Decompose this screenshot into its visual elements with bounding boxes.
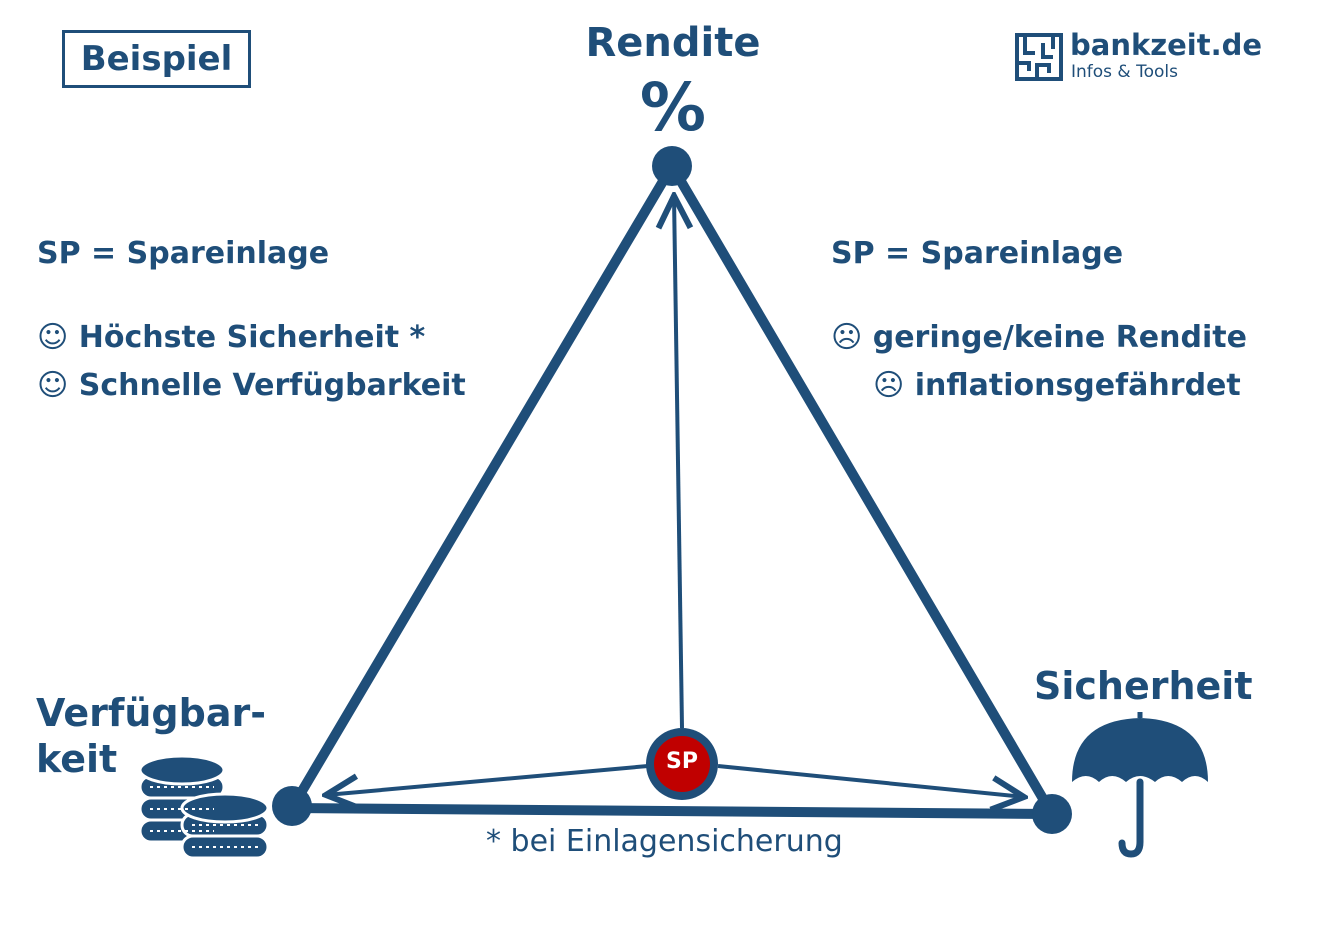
smiley-sad-icon: ☹ — [873, 368, 905, 403]
percent-symbol: % — [639, 69, 707, 146]
right-item-2: ☹ inflationsgefährdet — [873, 368, 1241, 403]
vertex-right-dot — [1032, 794, 1072, 834]
right-item-1-text: geringe/keine Rendite — [872, 320, 1247, 355]
logo-tagline: Infos & Tools — [1071, 62, 1178, 82]
arrow-to-sicherheit — [717, 764, 1024, 797]
sp-marker-inner — [654, 736, 710, 792]
verfuegbarkeit-label-line2: keit — [36, 737, 118, 781]
vertex-top-dot — [652, 146, 692, 186]
example-badge-label: Beispiel — [80, 39, 233, 79]
left-item-1-text: Höchste Sicherheit * — [78, 320, 426, 355]
umbrella-icon — [1072, 712, 1208, 858]
logo-name[interactable]: bankzeit.de — [1070, 28, 1263, 62]
footnote: * bei Einlagensicherung — [486, 824, 843, 859]
verfuegbarkeit-label-line1: Verfügbar- — [36, 691, 266, 735]
arrow-to-verfuegbarkeit — [326, 764, 649, 795]
rendite-label: Rendite — [585, 20, 761, 66]
coins-icon — [138, 754, 270, 860]
smiley-sad-icon: ☹ — [831, 320, 863, 355]
smiley-happy-icon: ☺ — [37, 368, 69, 403]
vertex-left-dot — [272, 786, 312, 826]
triangle-outline — [287, 161, 1057, 819]
right-item-1: ☹ geringe/keine Rendite — [831, 320, 1247, 355]
verfuegbarkeit-label: Verfügbar- keit — [36, 690, 266, 782]
left-item-1: ☺ Höchste Sicherheit * — [37, 320, 425, 355]
smiley-happy-icon: ☺ — [37, 320, 69, 355]
sicherheit-label: Sicherheit — [1034, 664, 1253, 708]
sp-marker-label: SP — [666, 749, 698, 774]
example-badge: Beispiel — [62, 30, 251, 88]
left-item-2-text: Schnelle Verfügbarkeit — [78, 368, 466, 403]
left-item-2: ☺ Schnelle Verfügbarkeit — [37, 368, 466, 403]
maze-logo-icon — [1015, 33, 1063, 81]
left-heading: SP = Spareinlage — [37, 236, 330, 271]
right-item-2-text: inflationsgefährdet — [914, 368, 1241, 403]
arrow-to-rendite — [674, 196, 682, 729]
right-heading: SP = Spareinlage — [831, 236, 1124, 271]
